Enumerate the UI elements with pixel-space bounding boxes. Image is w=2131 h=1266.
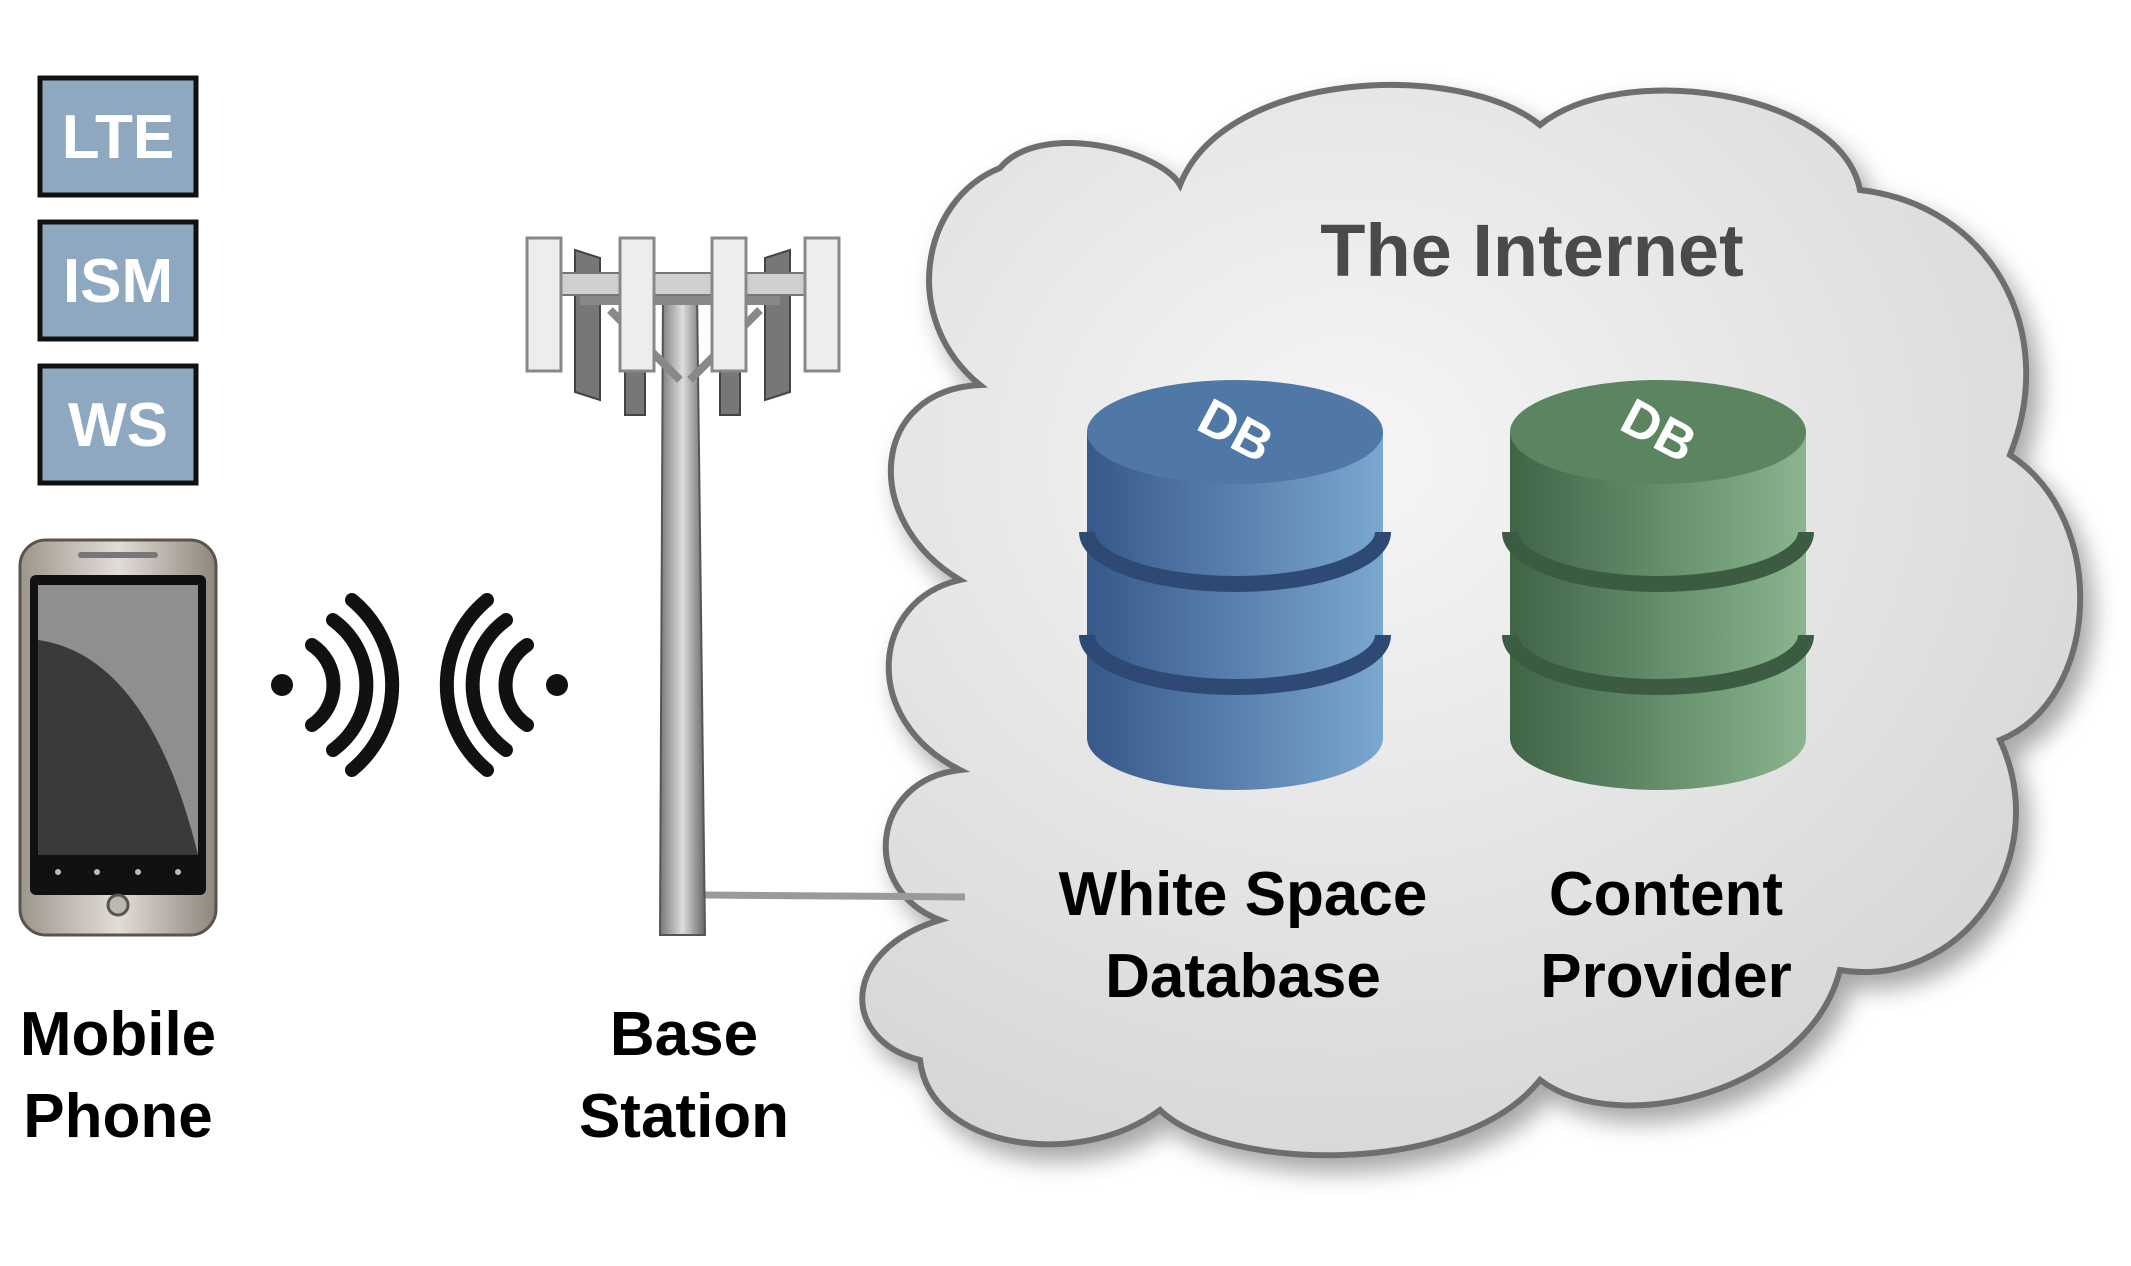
base-station-label-line1: Base [610,1000,758,1069]
band-box-lte: LTE [37,75,199,198]
band-box-ws: WS [37,363,199,486]
signal-waves-phone-icon [271,593,400,777]
cell-tower-icon [525,236,841,936]
backhaul-link [704,891,966,901]
band-box-ism: ISM [37,219,199,342]
mobile-phone-label-line1: Mobile [20,1000,216,1069]
band-label-ism: ISM [63,247,173,316]
content-provider-label-line1: Content [1549,860,1783,929]
white-space-db-label-line1: White Space [1059,860,1428,929]
white-space-db-label-line2: Database [1105,942,1381,1011]
internet-cloud [859,81,2084,1159]
mobile-phone-icon [18,538,218,937]
cloud-title: The Internet [1320,209,1743,292]
band-label-lte: LTE [62,103,175,172]
base-station-label-line2: Station [579,1082,789,1151]
signal-waves-tower-icon [439,593,568,777]
content-provider-database-icon: DB [1502,380,1814,790]
white-space-database-icon: DB [1079,380,1391,790]
mobile-phone-label-line2: Phone [23,1082,212,1151]
content-provider-label-line2: Provider [1540,942,1792,1011]
band-label-ws: WS [68,391,168,460]
